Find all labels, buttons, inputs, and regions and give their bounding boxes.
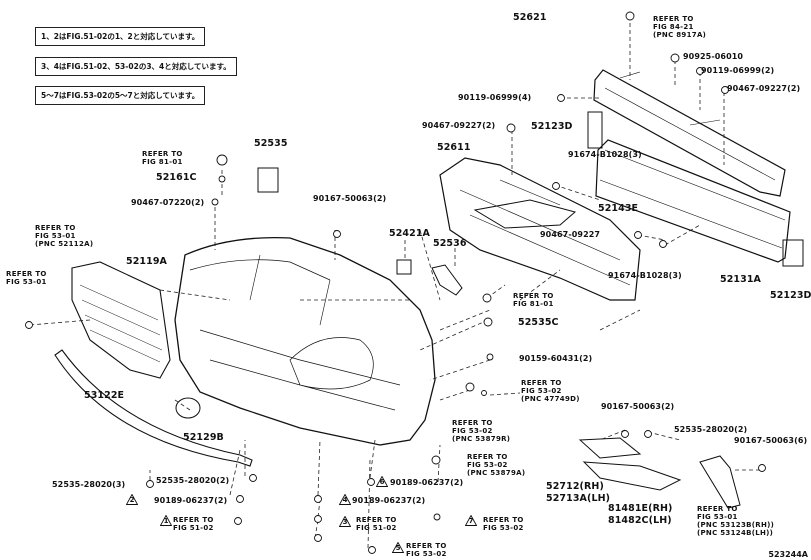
triangle-marker-2: 2 (126, 494, 138, 505)
label-52611[interactable]: 52611 (437, 142, 471, 153)
refer-fig-53-02-47749d[interactable]: REFER TO FIG 53-02 (PNC 47749D) (521, 379, 580, 403)
cover-52421a (396, 259, 412, 275)
triangle-marker-7: 7 (465, 515, 477, 526)
label-91674-b1028-3b[interactable]: 91674-B1028(3) (608, 271, 682, 280)
label-52143e[interactable]: 52143E (598, 203, 639, 214)
label-52536[interactable]: 52536 (433, 238, 467, 249)
triangle-marker-6: 6 (376, 476, 388, 487)
label-90119-06999-4[interactable]: 90119-06999(4) (458, 93, 532, 102)
label-90925-06010[interactable]: 90925-06010 (683, 52, 744, 61)
refer-fig-53-02-a[interactable]: REFER TO FIG 53-02 (483, 516, 524, 532)
label-90467-09227-2b[interactable]: 90467-09227(2) (422, 121, 496, 130)
refer-fig-53-02-53879a[interactable]: REFER TO FIG 53-02 (PNC 53879A) (467, 453, 526, 477)
label-90167-50063-6[interactable]: 90167-50063(6) (734, 436, 808, 445)
label-90189-06237-2c[interactable]: 90189-06237(2) (390, 478, 464, 487)
label-52535-28020-2b[interactable]: 52535-28020(2) (156, 476, 230, 485)
refer-fig-53-01-garnish[interactable]: REFER TO FIG 53-01 (PNC 53123B(RH)) (PNC… (697, 505, 775, 537)
refer-fig-51-02-b[interactable]: REFER TO FIG 51-02 (356, 516, 397, 532)
label-52161c[interactable]: 52161C (156, 172, 197, 183)
label-52535-28020-3[interactable]: 52535-28020(3) (52, 480, 126, 489)
triangle-marker-4: 4 (339, 494, 351, 505)
label-81481e[interactable]: 81481E(RH) (608, 503, 673, 514)
lip-spoiler-53122e (54, 349, 253, 467)
triangle-marker-5: 5 (392, 542, 404, 553)
bracket-52143e (473, 199, 577, 229)
refer-fig-53-02-53879r[interactable]: REFER TO FIG 53-02 (PNC 53879R) (452, 419, 511, 443)
label-90167-50063-2a[interactable]: 90167-50063(2) (313, 194, 387, 203)
refer-fig-84-21[interactable]: REFER TO FIG 84-21 (PNC 8917A) (653, 15, 707, 39)
bracket-52123d-right (782, 239, 804, 267)
label-52713a[interactable]: 52713A(LH) (546, 493, 611, 504)
label-53122e[interactable]: 53122E (84, 390, 125, 401)
label-90119-06999-2[interactable]: 90119-06999(2) (701, 66, 775, 75)
refer-fig-53-01-grille[interactable]: REFER TO FIG 53-01 (PNC 52112A) (35, 224, 94, 248)
triangle-marker-3: 3 (339, 516, 351, 527)
label-52621[interactable]: 52621 (513, 12, 547, 23)
label-90159-60431-2[interactable]: 90159-60431(2) (519, 354, 593, 363)
note-2: 3、4はFIG.51-02、53-02の3、4と対応しています。 (35, 57, 237, 76)
label-90167-50063-2b[interactable]: 90167-50063(2) (601, 402, 675, 411)
label-90467-07220-2[interactable]: 90467-07220(2) (131, 198, 205, 207)
label-90189-06237-2a[interactable]: 90189-06237(2) (154, 496, 228, 505)
reinforcement-bar-52131a (595, 139, 791, 263)
label-52421a[interactable]: 52421A (389, 228, 431, 239)
refer-fig-53-01-a[interactable]: REFER TO FIG 53-01 (6, 270, 47, 286)
label-52535[interactable]: 52535 (254, 138, 288, 149)
label-52535-28020-2a[interactable]: 52535-28020(2) (674, 425, 748, 434)
label-52535c[interactable]: 52535C (518, 317, 559, 328)
triangle-marker-1: 1 (160, 515, 172, 526)
upper-bar-52621 (593, 69, 786, 197)
label-91674-b1028-3a[interactable]: 91674-B1028(3) (568, 150, 642, 159)
bracket-52123d-top (587, 111, 603, 149)
label-90467-09227[interactable]: 90467-09227 (540, 230, 601, 239)
label-52131a[interactable]: 52131A (720, 274, 762, 285)
label-90189-06237-2b[interactable]: 90189-06237(2) (352, 496, 426, 505)
label-52712[interactable]: 52712(RH) (546, 481, 604, 492)
label-52129b[interactable]: 52129B (183, 432, 224, 443)
refer-fig-81-01-b[interactable]: REFER TO FIG 81-01 (513, 292, 554, 308)
label-52119a[interactable]: 52119A (126, 256, 168, 267)
bracket-52535 (257, 167, 279, 193)
note-1: 1、2はFIG.51-02の1、2と対応しています。 (35, 27, 206, 46)
refer-fig-81-01-a[interactable]: REFER TO FIG 81-01 (142, 150, 183, 166)
label-52123d-top[interactable]: 52123D (531, 121, 573, 132)
refer-fig-51-02-a[interactable]: REFER TO FIG 51-02 (173, 516, 214, 532)
bracket-52536 (431, 264, 463, 296)
note-3: 5～7はFIG.53-02の5～7と対応しています。 (35, 86, 206, 105)
molding-52712 (578, 437, 642, 459)
fog-cover-81481e (582, 461, 682, 491)
diagram-id: 523244A (768, 550, 808, 559)
label-90467-09227-2a[interactable]: 90467-09227(2) (727, 84, 801, 93)
grille (71, 261, 171, 379)
tow-hook-cover-52129b (175, 397, 201, 419)
refer-fig-53-02-b[interactable]: REFER TO FIG 53-02 (406, 542, 447, 558)
absorber-52611 (439, 157, 641, 301)
label-81482c[interactable]: 81482C(LH) (608, 515, 672, 526)
label-52123d-right[interactable]: 52123D (770, 290, 811, 301)
garnish-53123b (699, 455, 741, 509)
